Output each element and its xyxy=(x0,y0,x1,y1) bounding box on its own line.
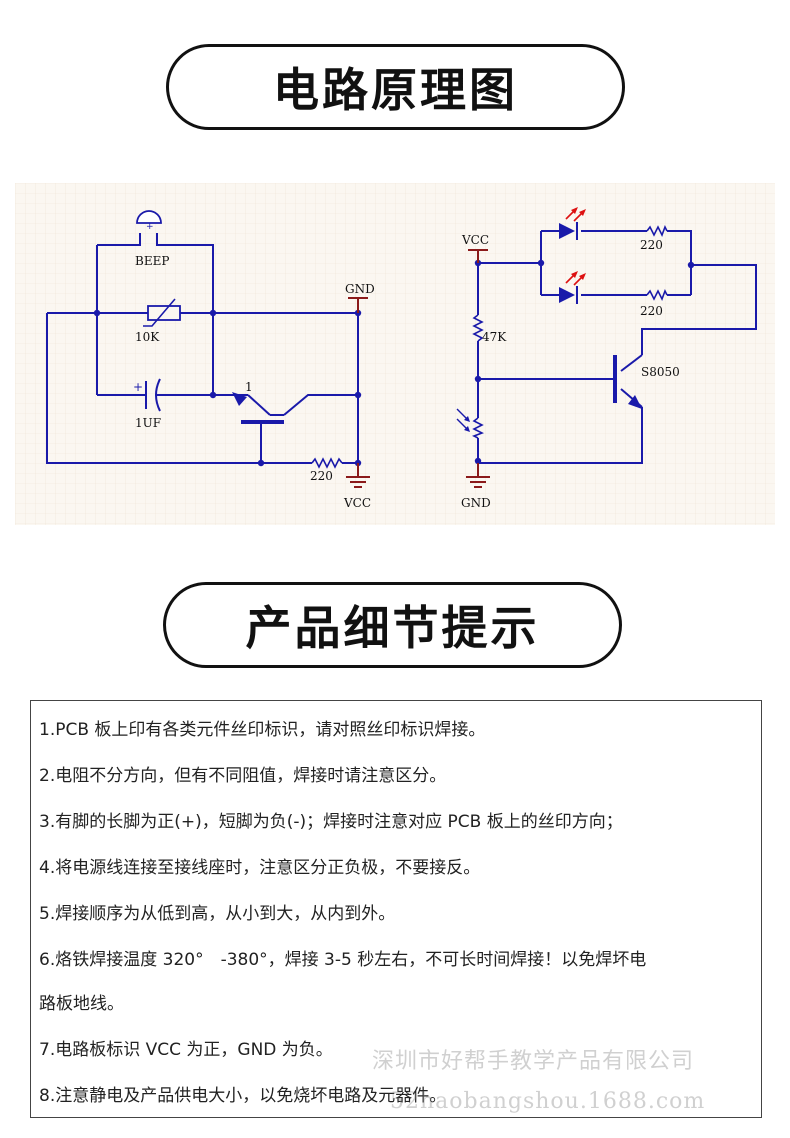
note-3: 3.有脚的长脚为正(+)，短脚为负(-)；焊接时注意对应 PCB 板上的丝印方向… xyxy=(39,812,623,832)
right-resistor-2-icon xyxy=(646,289,668,301)
right-transistor-arrow xyxy=(628,395,642,409)
left-vcc-label: VCC xyxy=(343,496,371,510)
schematic-grid xyxy=(15,183,775,525)
note-8: 8.注意静电及产品供电大小，以免烧坏电路及元器件。 xyxy=(39,1086,447,1106)
buzzer-plus-label: + xyxy=(146,222,154,232)
left-vcc-symbol xyxy=(346,463,370,488)
potentiometer-label: 47K xyxy=(482,330,507,344)
note-7: 7.电路板标识 VCC 为正，GND 为负。 xyxy=(39,1040,333,1060)
watermark-company: 深圳市好帮手教学产品有限公司 xyxy=(372,1049,695,1074)
led-2-icon xyxy=(559,271,586,304)
left-resistor-icon xyxy=(311,457,343,469)
right-gnd-label: GND xyxy=(461,496,491,510)
right-resistor-2-label: 220 xyxy=(640,304,663,318)
left-transistor-arrow xyxy=(232,392,247,406)
circuit-schematic: + BEEP 10K + 1UF 1 220 GND VCC xyxy=(15,183,775,525)
led-1-icon xyxy=(559,207,586,240)
buzzer-icon xyxy=(136,210,162,224)
transistor-pin-label: 1 xyxy=(245,380,253,394)
transistor-s8050-label: S8050 xyxy=(641,365,680,379)
note-2: 2.电阻不分方向，但有不同阻值，焊接时请注意区分。 xyxy=(39,766,447,786)
right-gnd-symbol xyxy=(466,463,490,488)
right-wire-collector xyxy=(641,264,757,355)
notes-box: 1.PCB 板上印有各类元件丝印标识，请对照丝印标识焊接。 2.电阻不分方向，但… xyxy=(30,700,762,1118)
note-6-continued: 路板地线。 xyxy=(39,994,124,1014)
note-6: 6.烙铁焊接温度 320° -380°，焊接 3-5 秒左右，不可长时间焊接！以… xyxy=(39,950,647,970)
left-resistor-label: 220 xyxy=(310,469,333,483)
photoresistor-arrowhead-2 xyxy=(464,426,470,432)
capacitor-plus-label: + xyxy=(133,380,143,394)
capacitor-label: 1UF xyxy=(135,416,161,430)
right-resistor-1-icon xyxy=(646,225,668,237)
left-wire-outer xyxy=(46,313,312,464)
left-transistor-emitter xyxy=(247,394,271,416)
note-5: 5.焊接顺序为从低到高，从小到大，从内到外。 xyxy=(39,904,396,924)
right-transistor-collector-leg xyxy=(620,354,643,372)
right-circuit xyxy=(477,230,757,464)
right-resistor-1-label: 220 xyxy=(640,238,663,252)
potentiometer-icon xyxy=(472,314,484,342)
left-wire-buzzer-b xyxy=(156,233,214,395)
buzzer-label: BEEP xyxy=(135,254,169,268)
right-vcc-label: VCC xyxy=(461,233,489,247)
note-1: 1.PCB 板上印有各类元件丝印标识，请对照丝印标识焊接。 xyxy=(39,720,486,740)
photoresistor-icon xyxy=(472,417,484,439)
left-wire-buzzer-a xyxy=(97,233,141,246)
right-wire-emitter xyxy=(478,407,643,464)
photoresistor-arrowhead-1 xyxy=(464,416,470,422)
note-4: 4.将电源线连接至接线座时，注意区分正负极，不要接反。 xyxy=(39,858,481,878)
heading-details: 产品细节提示 xyxy=(163,582,622,668)
watermark-url: 52haobangshou.1688.com xyxy=(390,1089,706,1114)
heading-schematic: 电路原理图 xyxy=(166,44,625,130)
capacitor-plate-b xyxy=(155,378,161,412)
thermistor-label: 10K xyxy=(135,330,160,344)
left-gnd-label: GND xyxy=(345,282,375,296)
right-wire-led1-c xyxy=(667,230,692,295)
left-transistor-collector xyxy=(283,394,358,416)
thermistor-slash xyxy=(143,298,176,327)
